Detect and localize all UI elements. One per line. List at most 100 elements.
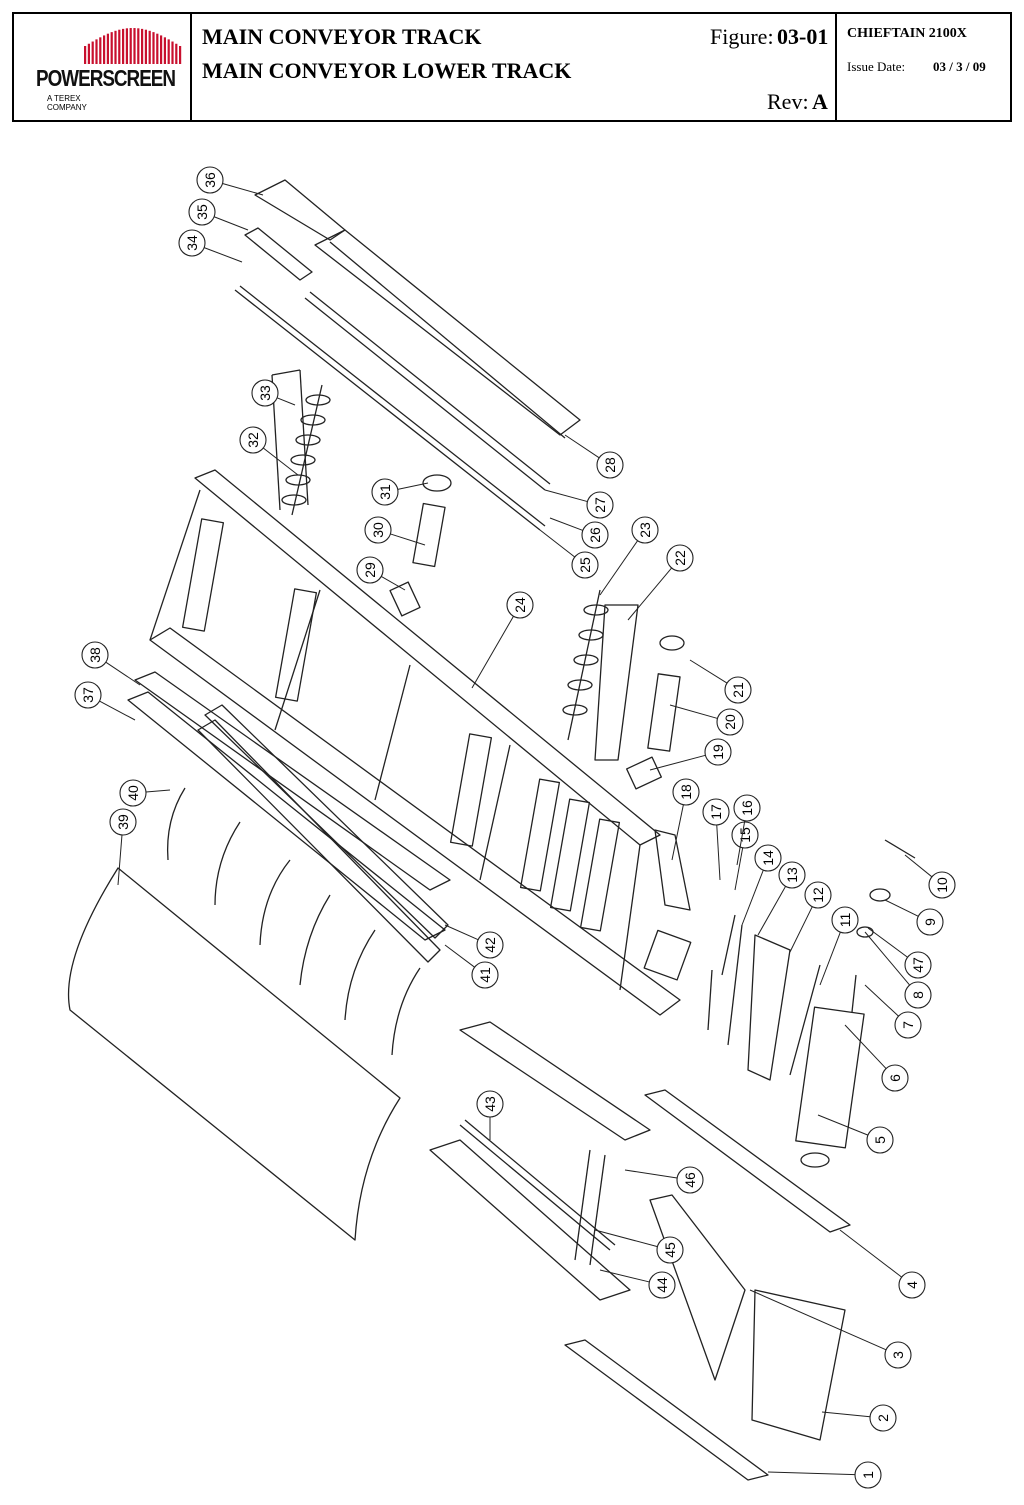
callout-number: 26	[587, 527, 603, 543]
callout-number: 21	[730, 682, 746, 698]
callout-3: 3	[749, 1289, 912, 1369]
part-43-strip	[459, 1124, 611, 1251]
part-39-hood	[67, 867, 401, 1241]
callout-leader-line	[203, 247, 243, 263]
callout-leader-line	[145, 789, 171, 793]
callout-number: 4	[904, 1281, 920, 1289]
callout-24: 24	[471, 591, 534, 689]
callout-leader-line	[689, 659, 728, 684]
callout-number: 43	[482, 1096, 498, 1112]
callout-number: 41	[477, 967, 493, 983]
callout-number: 37	[80, 687, 96, 703]
callout-leader-line	[564, 434, 600, 459]
callout-37: 37	[74, 681, 136, 721]
part-18-plate	[654, 829, 691, 911]
logo-stripe	[99, 37, 102, 64]
part-42-rail	[204, 704, 449, 939]
callout-circle	[356, 556, 384, 584]
callout-circle	[904, 981, 932, 1009]
callout-number: 18	[678, 784, 694, 800]
part-46-top-frame	[459, 1021, 651, 1141]
title-block: POWERSCREEN A TEREX COMPANY MAIN CONVEYO…	[12, 12, 1012, 122]
callout-1: 1	[767, 1461, 882, 1489]
logo-stripe	[148, 30, 151, 64]
callout-number: 32	[245, 432, 261, 448]
part-14-strip	[721, 914, 736, 976]
callout-circle	[778, 861, 806, 889]
part-12-plate	[747, 934, 791, 1081]
callout-leader-line	[821, 1411, 871, 1418]
logo-stripe	[103, 35, 106, 64]
callout-number: 23	[637, 522, 653, 538]
logo-stripe	[87, 43, 90, 64]
drawing-parts	[67, 179, 916, 1481]
part-31-bracket	[422, 474, 452, 492]
callout-12: 12	[789, 881, 832, 953]
callout-leader-line	[864, 984, 899, 1017]
logo-stripe	[84, 46, 87, 64]
callout-circle	[904, 951, 932, 979]
callout-number: 11	[837, 913, 853, 928]
callout-circle	[831, 906, 859, 934]
callout-circle	[119, 779, 147, 807]
callout-number: 34	[184, 235, 200, 251]
callout-number: 8	[910, 991, 926, 999]
callout-leader-line	[671, 804, 684, 861]
callout-leader-line	[444, 944, 475, 968]
callout-circle	[596, 451, 624, 479]
callout-number: 7	[900, 1021, 916, 1029]
callout-number: 44	[654, 1277, 670, 1293]
callout-leader-line	[789, 906, 813, 953]
callout-number: 29	[362, 562, 378, 578]
part-37-skirt	[127, 691, 446, 941]
callout-circle	[476, 931, 504, 959]
callout-number: 14	[760, 850, 776, 866]
callout-31: 31	[371, 478, 429, 506]
callout-45: 45	[594, 1229, 684, 1264]
callout-leader-line	[749, 1289, 887, 1351]
callout-circle	[724, 676, 752, 704]
callout-number: 3	[890, 1351, 906, 1359]
part-11-strip	[789, 964, 821, 1076]
callout-leader-line	[262, 447, 299, 476]
callout-43: 43	[476, 1090, 504, 1140]
callout-circle	[898, 1271, 926, 1299]
callout-21: 21	[689, 659, 752, 704]
callout-leader-line	[867, 927, 908, 958]
callout-number: 13	[784, 867, 800, 883]
callout-42: 42	[444, 924, 504, 959]
callout-leader-line	[844, 1024, 887, 1069]
logo-stripe	[137, 28, 140, 64]
callout-leader-line	[549, 517, 584, 531]
callout-number: 31	[377, 484, 393, 500]
part-45-rib	[574, 1149, 591, 1261]
callout-19: 19	[649, 738, 732, 771]
callout-circle	[586, 491, 614, 519]
callout-leader-line	[599, 540, 639, 596]
callout-5: 5	[817, 1114, 894, 1154]
callout-leader-line	[539, 529, 576, 558]
title-cell: MAIN CONVEYOR TRACK MAIN CONVEYOR LOWER …	[192, 14, 837, 120]
logo-stripe	[122, 28, 125, 64]
callout-circle	[666, 544, 694, 572]
part-2-guard	[751, 1289, 846, 1441]
callout-13: 13	[757, 861, 806, 936]
callout-leader-line	[397, 482, 429, 490]
part-5-drum	[795, 1006, 865, 1149]
callout-34: 34	[178, 229, 243, 263]
callout-18: 18	[671, 778, 700, 861]
part-23-impact-roller	[562, 589, 609, 741]
logo-stripe	[125, 28, 128, 64]
callout-leader-line	[819, 931, 841, 986]
logo-stripe	[118, 29, 121, 64]
callout-leader-line	[839, 1229, 902, 1278]
callout-circle	[804, 881, 832, 909]
callout-16: 16	[733, 794, 761, 866]
part-36-cover	[314, 229, 581, 436]
part-13-strip	[727, 924, 743, 1046]
callout-number: 2	[875, 1414, 891, 1422]
callout-32: 32	[239, 426, 299, 476]
logo-stripe	[141, 28, 144, 64]
callout-leader-line	[817, 1114, 869, 1136]
